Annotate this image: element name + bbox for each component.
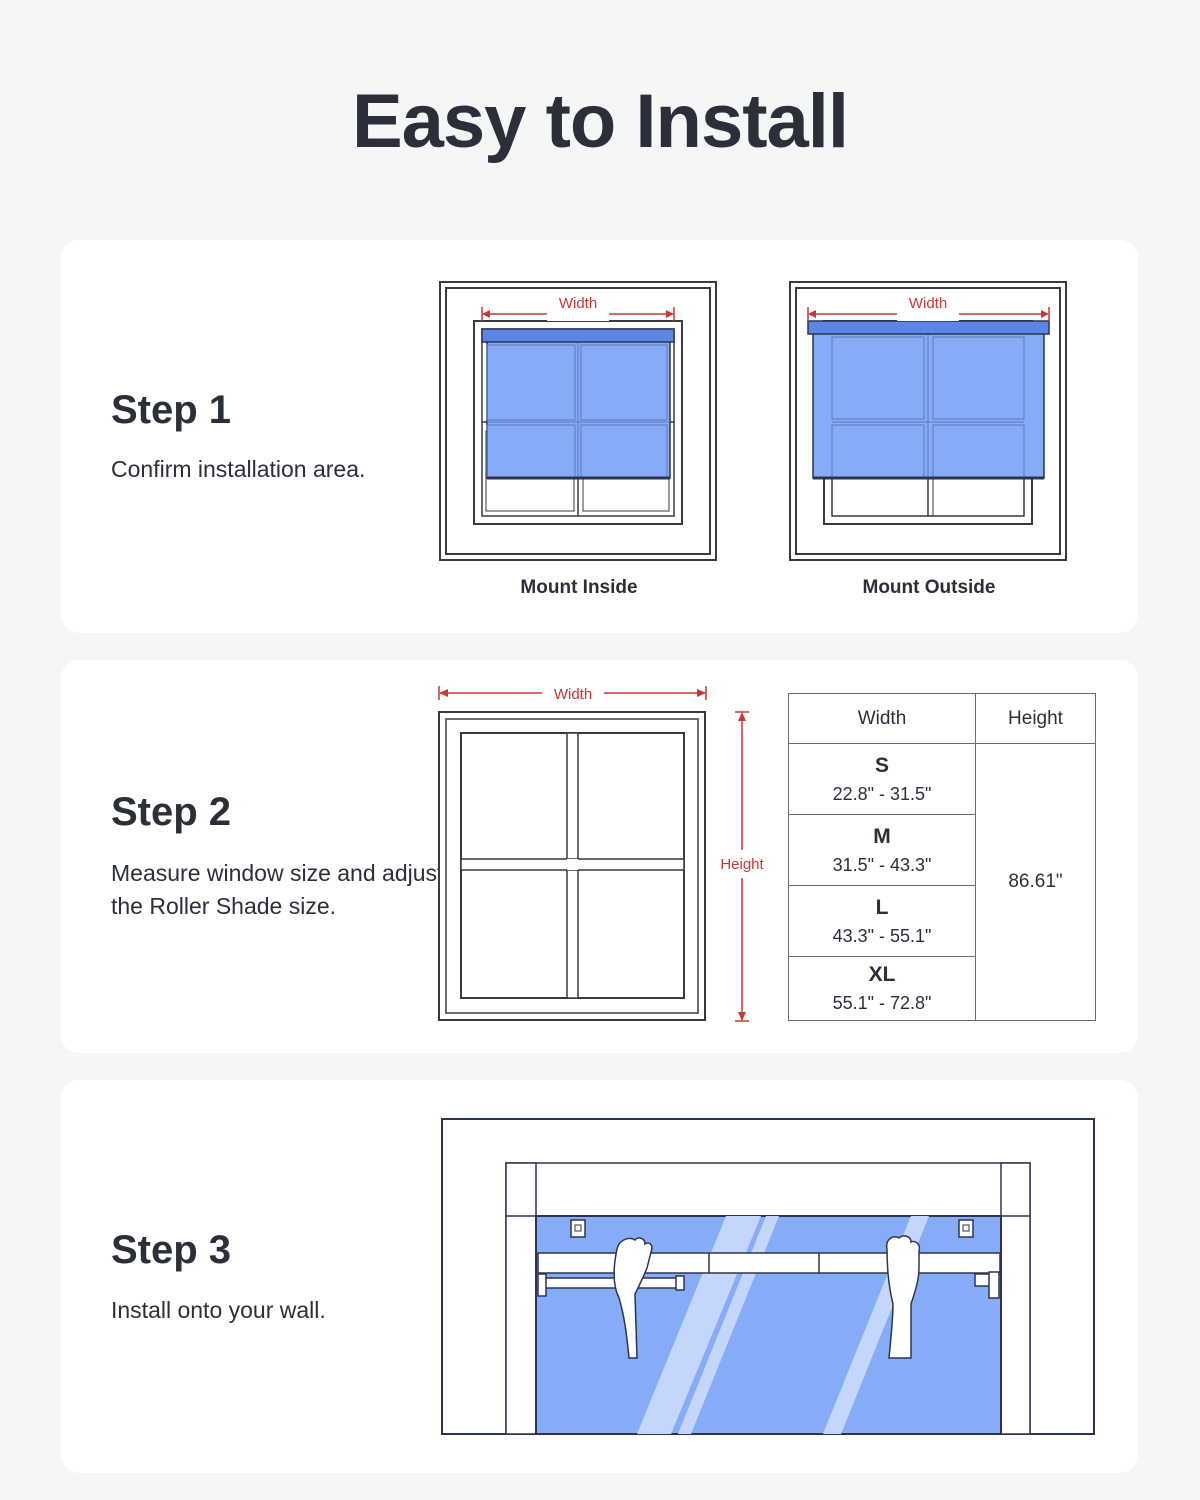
height-value: 86.61" <box>975 743 1096 1021</box>
install-illustration <box>441 1118 1095 1435</box>
size-row-xl: XL 55.1" - 72.8" <box>788 956 976 1021</box>
step1-title: Step 1 <box>111 388 232 432</box>
step3-description: Install onto your wall. <box>111 1297 326 1323</box>
window-height-label: Height <box>720 856 764 873</box>
step3-card: Step 3 Install onto your wall. <box>61 1080 1138 1473</box>
step2-description: Measure window size and adjust the Rolle… <box>111 860 444 919</box>
mount-inside-caption: Mount Inside <box>520 577 638 598</box>
mount-outside-diagram: Width <box>789 281 1067 561</box>
step2-title: Step 2 <box>111 790 232 834</box>
table-header-width: Width <box>788 693 976 744</box>
size-range: 43.3" - 55.1" <box>832 925 932 946</box>
step1-card: Step 1 Confirm installation area. Width … <box>61 240 1138 633</box>
roller-headrail-inside <box>481 328 675 343</box>
right-hand <box>885 1235 921 1359</box>
size-row-m: M 31.5" - 43.3" <box>788 814 976 886</box>
bracket-right <box>958 1219 974 1238</box>
step1-description: Confirm installation area. <box>111 456 366 482</box>
left-hand <box>613 1237 653 1359</box>
size-label: L <box>875 895 889 919</box>
window-glass <box>535 1215 1002 1435</box>
outside-width-label: Width <box>909 295 947 312</box>
size-table: Width Height S 22.8" - 31.5" 86.61" M 31… <box>788 693 1096 1021</box>
window-width-label: Width <box>554 686 592 703</box>
size-range: 22.8" - 31.5" <box>832 783 932 804</box>
table-header-height: Height <box>975 693 1096 744</box>
size-label: M <box>873 824 891 848</box>
size-label: XL <box>868 963 896 986</box>
mount-outside-caption: Mount Outside <box>862 577 996 598</box>
page-title: Easy to Install <box>351 79 849 164</box>
roller-headrail-outside <box>807 320 1050 335</box>
roller-tube <box>537 1252 1001 1274</box>
inside-width-label: Width <box>559 295 597 312</box>
step2-card: Step 2 Measure window size and adjust th… <box>61 660 1138 1053</box>
bracket-left <box>570 1219 586 1238</box>
mount-inside-diagram: Width <box>439 281 717 561</box>
size-range: 55.1" - 72.8" <box>832 993 932 1013</box>
step3-title: Step 3 <box>111 1228 232 1272</box>
measure-window-diagram: Width Height <box>438 682 772 1022</box>
size-label: S <box>874 753 889 777</box>
size-row-s: S 22.8" - 31.5" <box>788 743 976 815</box>
size-row-l: L 43.3" - 55.1" <box>788 885 976 957</box>
size-range: 31.5" - 43.3" <box>832 854 932 875</box>
